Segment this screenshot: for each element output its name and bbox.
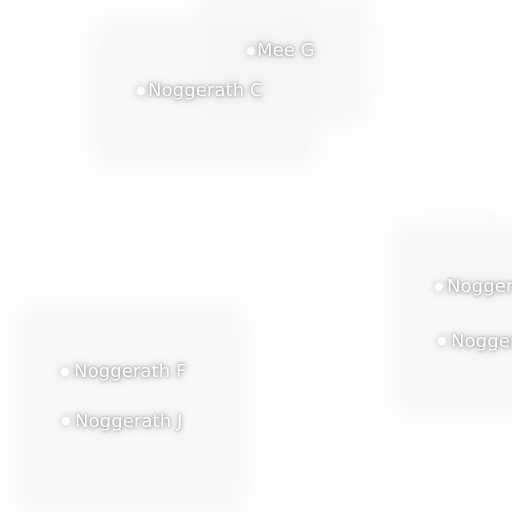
- terrain-patch: [28, 316, 233, 502]
- crater-marker[interactable]: [137, 87, 145, 95]
- terrain-patch: [405, 232, 512, 404]
- crater-label-noggerath-j[interactable]: Noggerath J: [75, 411, 183, 432]
- crater-label-noggerath-upper[interactable]: Noggerath: [447, 276, 512, 297]
- crater-label-noggerath-lower[interactable]: Noggerath: [451, 331, 512, 352]
- crater-label-mee-g[interactable]: Mee G: [257, 40, 315, 61]
- crater-marker[interactable]: [438, 337, 446, 345]
- crater-marker[interactable]: [61, 368, 69, 376]
- crater-label-noggerath-c[interactable]: Noggerath C: [148, 80, 263, 101]
- crater-label-noggerath-f[interactable]: Noggerath F: [74, 361, 187, 382]
- crater-marker[interactable]: [62, 417, 70, 425]
- crater-marker[interactable]: [247, 47, 255, 55]
- crater-marker[interactable]: [435, 283, 443, 291]
- terrain-patch: [102, 30, 307, 155]
